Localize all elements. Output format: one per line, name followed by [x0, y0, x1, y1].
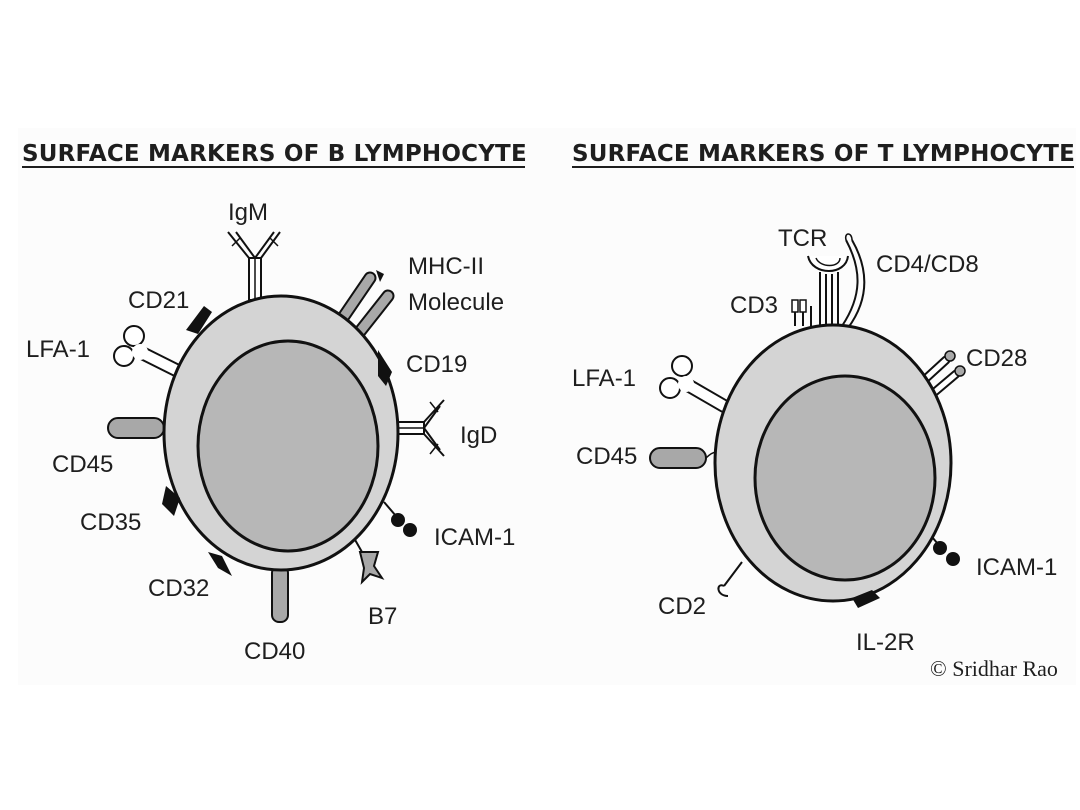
b-icam1-receptor — [383, 501, 417, 537]
t-cell-nucleus — [753, 374, 937, 582]
b-label-icam1: ICAM-1 — [434, 524, 515, 551]
b-label-molecule: Molecule — [408, 289, 504, 316]
b-cd19-receptor — [378, 350, 392, 386]
t-label-cd2: CD2 — [658, 593, 706, 620]
t-cd4-cd8-receptor — [841, 233, 866, 329]
b-label-igd: IgD — [460, 422, 497, 449]
b-mhc-ii-molecule — [333, 270, 395, 341]
t-lymphocyte-panel: SURFACE MARKERS OF T LYMPHOCYTE — [572, 141, 1075, 681]
t-label-cd4-cd8: CD4/CD8 — [876, 251, 979, 278]
t-cd3-receptor — [791, 299, 812, 326]
t-label-tcr: TCR — [778, 225, 827, 252]
b-panel-title: SURFACE MARKERS OF B LYMPHOCYTE — [22, 141, 527, 167]
t-cd2-receptor — [717, 561, 743, 597]
b-label-igm: IgM — [228, 199, 268, 226]
b-label-cd40: CD40 — [244, 638, 305, 665]
b-label-lfa1: LFA-1 — [26, 336, 90, 363]
t-label-cd45: CD45 — [576, 443, 637, 470]
t-tcr-receptor — [807, 255, 849, 326]
b-label-cd21: CD21 — [128, 287, 189, 314]
t-panel-title: SURFACE MARKERS OF T LYMPHOCYTE — [572, 141, 1075, 167]
t-label-icam1: ICAM-1 — [976, 554, 1057, 581]
b-lfa1-receptor — [113, 325, 187, 379]
b-cd32-receptor — [208, 552, 232, 576]
b-label-mhc-ii: MHC-II — [408, 253, 484, 280]
b-label-cd45: CD45 — [52, 451, 113, 478]
t-label-lfa1: LFA-1 — [572, 365, 636, 392]
b-label-cd32: CD32 — [148, 575, 209, 602]
t-label-cd28: CD28 — [966, 345, 1027, 372]
t-label-cd3: CD3 — [730, 292, 778, 319]
b-cell-nucleus — [196, 339, 380, 553]
credit-text: © Sridhar Rao — [930, 656, 1058, 681]
t-il2r-receptor — [852, 590, 880, 608]
b-cd40-receptor — [271, 565, 289, 623]
b-cd21-receptor — [186, 306, 212, 334]
t-lfa1-receptor — [659, 355, 731, 413]
b-label-cd35: CD35 — [80, 509, 141, 536]
t-label-il2r: IL-2R — [856, 629, 915, 656]
b-label-cd19: CD19 — [406, 351, 467, 378]
b-lymphocyte-panel: SURFACE MARKERS OF B LYMPHOCYTE — [22, 141, 527, 665]
b-cd35-receptor — [162, 486, 180, 516]
b-label-b7: B7 — [368, 603, 397, 630]
